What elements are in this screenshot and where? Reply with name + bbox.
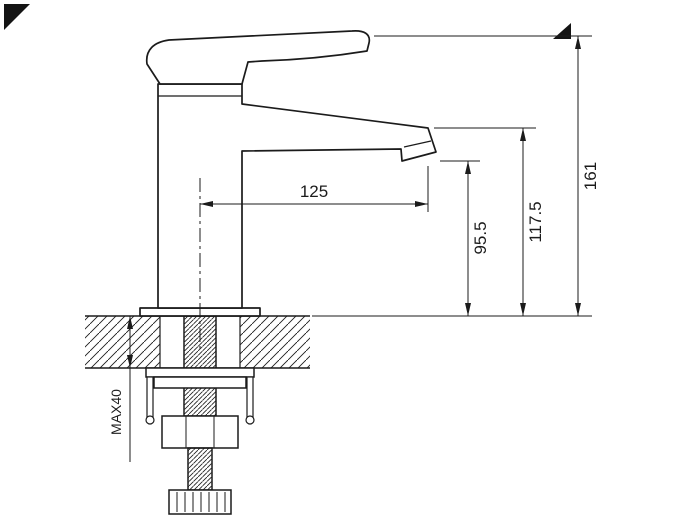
backing-washer (145, 367, 255, 378)
left-stud (146, 376, 154, 418)
handle-lever (145, 30, 371, 85)
dim-label-max-deck: MAX40 (108, 389, 124, 435)
right-stud (246, 376, 254, 418)
arrowhead-bottom (465, 303, 471, 316)
right-stud-tip (245, 415, 255, 425)
counter-hatch-left (85, 316, 160, 368)
arrowhead-bottom (575, 303, 581, 316)
print-artifact-upper-right (553, 23, 571, 39)
dim-label-spout-reach: 125 (300, 182, 328, 201)
faucet (139, 30, 437, 317)
aerator-detail-line (403, 140, 432, 148)
counter-hatch-right (240, 316, 310, 368)
arrowhead-bottom (520, 303, 526, 316)
arrowhead-top (465, 161, 471, 174)
arrowhead-top (575, 36, 581, 49)
print-artifact-top-left (4, 4, 30, 30)
threaded-rod-lower (187, 447, 213, 491)
dimension-outlet-height: 95.5 (440, 160, 490, 316)
rubber-gasket (153, 376, 247, 389)
knurled-nut (168, 489, 232, 515)
dimension-spout-top-height: 117.5 (434, 127, 545, 316)
mounting-hardware (145, 315, 255, 515)
dimension-overall-height: 161 (374, 35, 600, 316)
dimension-spout-reach: 125 (200, 166, 429, 212)
dim-label-spout-top-height: 117.5 (526, 201, 545, 242)
mounting-nut (161, 415, 239, 449)
faucet-body-and-spout (157, 83, 437, 309)
countertop-section (85, 315, 310, 369)
arrowhead-up (127, 316, 133, 329)
knurl-lines (176, 492, 226, 512)
arrowhead-top (520, 128, 526, 141)
left-stud-tip (145, 415, 155, 425)
arrowhead-left (200, 201, 213, 207)
arrowhead-right (415, 201, 428, 207)
dim-label-outlet-height: 95.5 (471, 221, 490, 254)
dimension-max-deck-thickness: MAX40 (108, 316, 133, 462)
dim-label-overall-height: 161 (581, 162, 600, 190)
arrowhead-down (127, 355, 133, 368)
